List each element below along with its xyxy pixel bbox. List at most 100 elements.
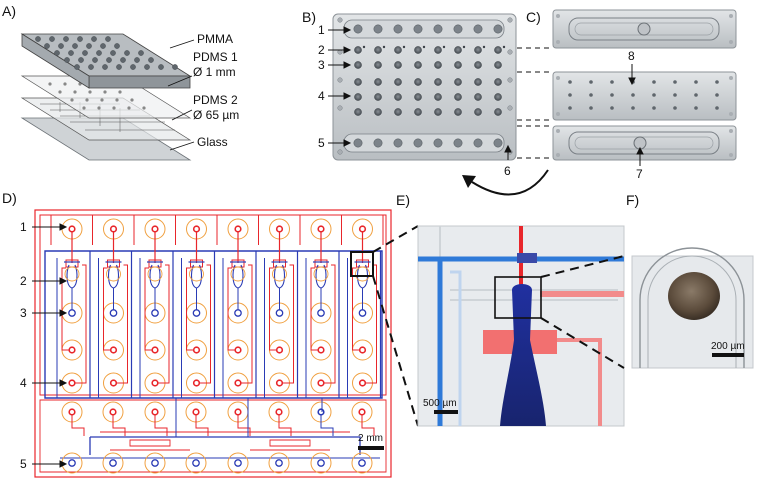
- middle-part-hole: [673, 93, 677, 97]
- junction-e: [517, 253, 537, 263]
- plate-well: [474, 61, 482, 69]
- plate-parts-c: [552, 9, 737, 161]
- plate-well: [413, 24, 423, 34]
- plate-well: [394, 46, 402, 54]
- middle-part: [552, 71, 737, 121]
- lid-top-channel: [568, 17, 720, 41]
- plate-well: [434, 108, 442, 116]
- micrograph-f: 200 µm: [631, 247, 754, 369]
- middle-part-hole: [568, 106, 572, 110]
- plate-well: [414, 78, 422, 86]
- middle-part-hole: [631, 93, 635, 97]
- plate-well: [434, 46, 442, 54]
- outlet-well: [144, 452, 166, 474]
- plate-well: [354, 78, 362, 86]
- plate-well: [473, 24, 483, 34]
- scalebar-f-label: 200 µm: [711, 341, 745, 352]
- chip-lower-array: [39, 398, 387, 474]
- plate-well: [434, 78, 442, 86]
- b-c-dashed-connectors: [517, 47, 552, 159]
- plate-well: [493, 138, 503, 148]
- plate-well: [354, 46, 362, 54]
- middle-part-hole: [568, 93, 572, 97]
- flip-arrow: [462, 169, 549, 196]
- scalebar-d-label: 2 mm: [358, 433, 383, 444]
- plate-well: [434, 93, 442, 101]
- plate-well: [494, 46, 502, 54]
- blue-tip-e: [500, 284, 546, 426]
- middle-part-hole: [589, 80, 593, 84]
- d-e-zoom-lines: [372, 225, 419, 427]
- plate-well: [414, 108, 422, 116]
- middle-part-hole: [673, 80, 677, 84]
- middle-part-hole: [673, 106, 677, 110]
- middle-part-hole: [715, 106, 719, 110]
- plate-well: [454, 46, 462, 54]
- middle-part-hole: [610, 106, 614, 110]
- callout-d-3: 3: [20, 306, 27, 320]
- lid-top-port: [637, 22, 651, 36]
- middle-part-hole: [610, 93, 614, 97]
- plate-well: [433, 24, 443, 34]
- plate-well: [473, 138, 483, 148]
- callout-b-2: 2: [318, 43, 325, 57]
- plate-well: [453, 138, 463, 148]
- label-glass: Glass: [197, 135, 228, 149]
- callout-b-3: 3: [318, 58, 325, 72]
- plate-wells: [353, 24, 506, 148]
- middle-part-hole: [694, 80, 698, 84]
- plate-well: [494, 108, 502, 116]
- callout-b-1: 1: [318, 23, 325, 37]
- plate-well: [354, 61, 362, 69]
- outlet-well: [185, 452, 207, 474]
- pdms1-holes: [48, 82, 146, 110]
- callout-d-5: 5: [20, 457, 27, 471]
- callout-b-6: 6: [504, 164, 511, 178]
- plate-well: [454, 78, 462, 86]
- plate-well: [374, 78, 382, 86]
- plate-well: [394, 93, 402, 101]
- plate-well: [374, 46, 382, 54]
- outlet-well: [227, 452, 249, 474]
- plate-screw-holes: [337, 17, 513, 155]
- middle-part-hole: [715, 93, 719, 97]
- plate-well: [494, 93, 502, 101]
- plate-well: [474, 78, 482, 86]
- callout-b-4: 4: [318, 89, 325, 103]
- plate-well: [413, 138, 423, 148]
- plate-well: [373, 24, 383, 34]
- middle-part-hole: [568, 80, 572, 84]
- chip-upper-array: [44, 215, 384, 399]
- scalebar-e-label: 500 µm: [423, 398, 457, 409]
- label-pmma: PMMA: [197, 32, 233, 46]
- plate-well: [454, 61, 462, 69]
- label-pdms1: PDMS 1: [193, 50, 238, 64]
- panel-label-c: C): [526, 9, 541, 25]
- plate-well: [394, 108, 402, 116]
- plate-well: [494, 78, 502, 86]
- plate-well: [393, 138, 403, 148]
- plate-well: [353, 138, 363, 148]
- plate-well: [474, 46, 482, 54]
- middle-part-hole: [631, 106, 635, 110]
- panel-d-callout-arrows: [32, 223, 68, 468]
- pmma-wells: [35, 36, 178, 70]
- zoom-region-box: [350, 251, 374, 277]
- plate-well: [394, 78, 402, 86]
- panel-b-callout-arrows: [328, 26, 512, 160]
- outlet-well: [310, 452, 332, 474]
- callout-b-5: 5: [318, 136, 325, 150]
- plate-well: [354, 93, 362, 101]
- panel-label-f: F): [626, 192, 639, 208]
- pmma-front: [88, 75, 191, 89]
- panel-label-a: A): [2, 3, 16, 19]
- middle-part-hole: [694, 93, 698, 97]
- micrograph-e: 500 µm: [417, 225, 625, 427]
- middle-part-holes: [556, 76, 733, 116]
- outlet-well: [268, 452, 290, 474]
- plate-well: [453, 24, 463, 34]
- middle-part-hole: [652, 80, 656, 84]
- plate-well: [493, 24, 503, 34]
- plate-well: [454, 93, 462, 101]
